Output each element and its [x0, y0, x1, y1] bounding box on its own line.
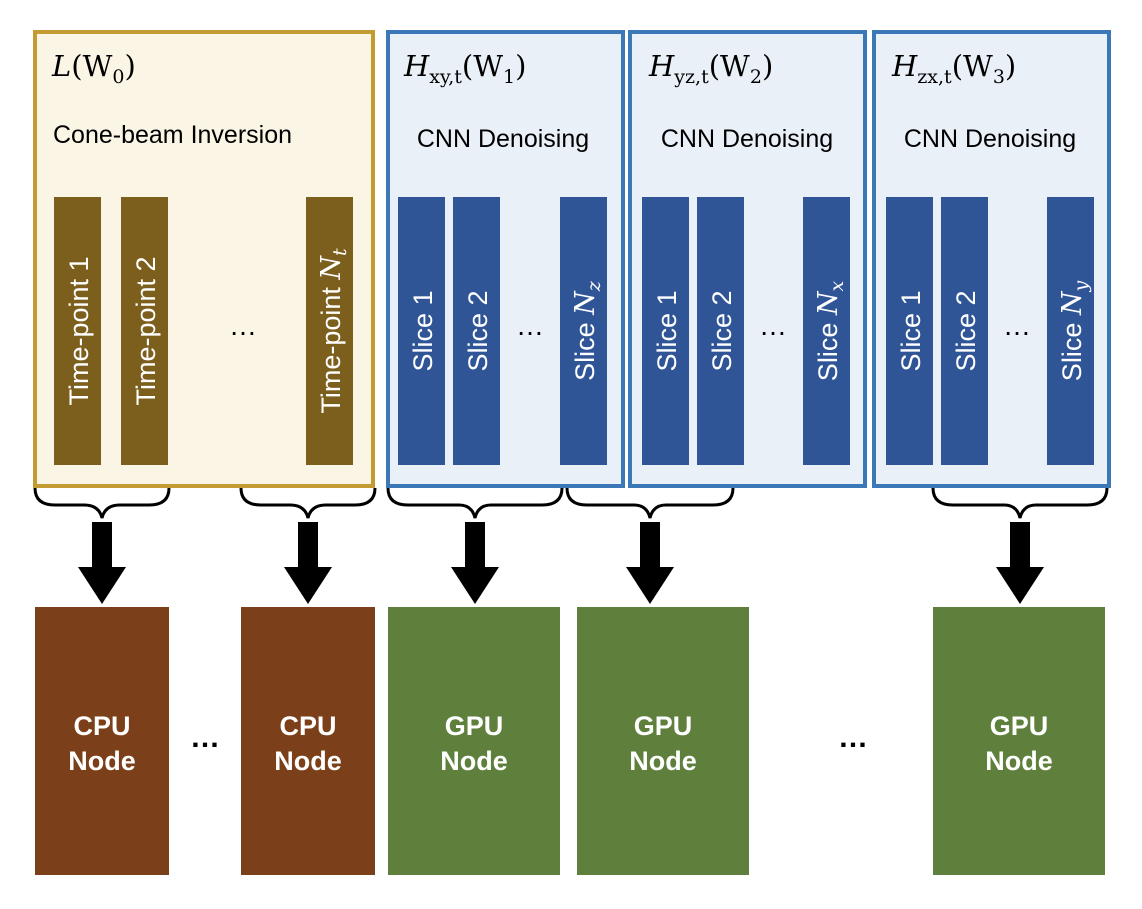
gpu-node-label-line1: GPU: [634, 711, 693, 741]
slice-bar-1-label: Slice 1: [652, 290, 682, 371]
panel-subtitle: CNN Denoising: [417, 125, 589, 153]
panel-subtitle: Cone-beam Inversion: [53, 121, 292, 149]
panel-subtitle: CNN Denoising: [904, 125, 1076, 153]
cpu-node-1: CPU Node: [35, 607, 169, 875]
gpu-node-label-line1: GPU: [990, 711, 1049, 741]
timepoint-bar-1: [54, 197, 101, 465]
slice-bar-last-label: Slice Ny: [1057, 281, 1092, 382]
slice-bar-last-label: Slice Nx: [813, 281, 848, 382]
slice-bar-1-label: Slice 1: [896, 290, 926, 371]
gpu-node-label-line2: Node: [440, 746, 508, 776]
arrow-down-icon: [451, 522, 499, 604]
slice-bar-2-label: Slice 2: [707, 290, 737, 371]
cpu-node-label-line2: Node: [274, 746, 342, 776]
slice-bar-2-label: Slice 2: [951, 290, 981, 371]
brace-5: [931, 487, 1109, 519]
braces: [33, 487, 1109, 519]
arrow-down-icon: [626, 522, 674, 604]
slice-bar-last: [1047, 197, 1094, 465]
arrow-down-icon: [284, 522, 332, 604]
cpu-node-box: [241, 607, 375, 875]
panel-cnn-denoising-zx: Hzx,t(W3) CNN Denoising Slice 1 Slice 2 …: [872, 30, 1111, 488]
slice-bar-2-label: Slice 2: [463, 290, 493, 371]
brace-2: [239, 487, 377, 519]
compute-nodes: CPU Node … CPU Node GPU Node GPU Node … …: [35, 607, 1105, 875]
slice-bar-2: [453, 197, 500, 465]
slice-bar-1: [398, 197, 445, 465]
node-ellipsis-gpu: …: [838, 721, 868, 754]
gpu-node-3: GPU Node: [933, 607, 1105, 875]
panel-cone-beam-inversion: L(W0) Cone-beam Inversion Time-point 1 T…: [33, 30, 375, 488]
brace-4: [565, 487, 735, 519]
panel-cnn-denoising-xy: Hxy,t(W1) CNN Denoising Slice 1 Slice 2 …: [386, 30, 625, 488]
slice-bar-last: [560, 197, 607, 465]
slice-bar-1: [642, 197, 689, 465]
arrow-down-icon: [996, 522, 1044, 604]
slice-ellipsis: …: [516, 310, 544, 341]
cpu-node-label-line2: Node: [68, 746, 136, 776]
slice-bar-2: [941, 197, 988, 465]
brace-3: [386, 487, 564, 519]
gpu-node-label-line1: GPU: [445, 711, 504, 741]
gpu-node-box: [388, 607, 560, 875]
slice-bar-last: [803, 197, 850, 465]
slice-ellipsis: …: [1003, 310, 1031, 341]
panel-title: Hyz,t(W2): [648, 49, 773, 88]
gpu-node-label-line2: Node: [985, 746, 1053, 776]
gpu-node-1: GPU Node: [388, 607, 560, 875]
panel-title: L(W0): [51, 49, 136, 88]
slice-bar-1: [886, 197, 933, 465]
slice-ellipsis: …: [759, 310, 787, 341]
cpu-node-label-line1: CPU: [73, 711, 130, 741]
arrow-down-icon: [78, 522, 126, 604]
gpu-node-2: GPU Node: [577, 607, 749, 875]
timepoint-bar-2: [121, 197, 168, 465]
timepoint-ellipsis: …: [229, 310, 257, 341]
gpu-node-box: [933, 607, 1105, 875]
panel-cnn-denoising-yz: Hyz,t(W2) CNN Denoising Slice 1 Slice 2 …: [628, 30, 867, 488]
gpu-node-label-line2: Node: [629, 746, 697, 776]
arrows: [78, 522, 1044, 604]
timepoint-bar-2-label: Time-point 2: [131, 256, 161, 405]
gpu-node-box: [577, 607, 749, 875]
slice-bar-2: [697, 197, 744, 465]
panel-subtitle: CNN Denoising: [661, 125, 833, 153]
cpu-node-box: [35, 607, 169, 875]
timepoint-bar-1-label: Time-point 1: [64, 256, 94, 405]
timepoint-bar-last: [306, 197, 353, 465]
panel-title: Hzx,t(W3): [891, 49, 1016, 88]
brace-1: [33, 487, 171, 519]
panel-title: Hxy,t(W1): [403, 49, 526, 88]
timepoint-bar-last-label: Time-point Nt: [316, 248, 351, 414]
slice-bar-last-label: Slice Nz: [570, 280, 605, 381]
node-ellipsis-cpu: …: [190, 721, 220, 754]
cpu-node-2: CPU Node: [241, 607, 375, 875]
cpu-node-label-line1: CPU: [279, 711, 336, 741]
slice-bar-1-label: Slice 1: [408, 290, 438, 371]
